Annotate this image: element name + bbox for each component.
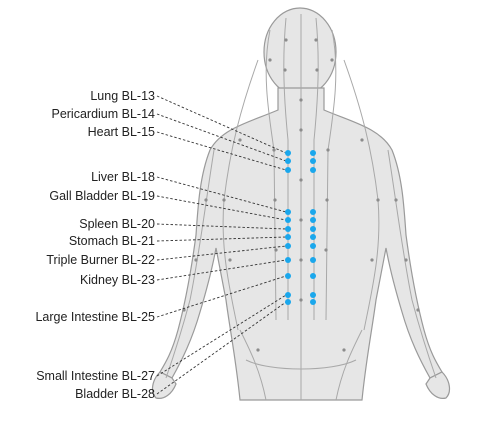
- point-bl23-left: [285, 257, 291, 263]
- leader-small-intestine: [156, 294, 287, 377]
- point-bl28-right: [310, 299, 316, 305]
- point-bl21-right: [310, 234, 316, 240]
- label-bladder: Bladder BL-28: [75, 387, 155, 401]
- leader-lines: [156, 95, 287, 395]
- point-bl22-left: [285, 243, 291, 249]
- point-bl25-right: [310, 273, 316, 279]
- point-bl28-left: [285, 299, 291, 305]
- leader-stomach: [156, 236, 287, 242]
- label-stomach: Stomach BL-21: [68, 234, 155, 248]
- leader-large-intestine: [156, 275, 287, 318]
- meridian-dots: [182, 38, 420, 352]
- point-bl23-right: [310, 257, 316, 263]
- point-bl19-right: [310, 217, 316, 223]
- back-shu-points: [285, 150, 316, 305]
- label-spleen: Spleen BL-20: [79, 217, 155, 231]
- point-bl13-right: [310, 150, 316, 156]
- point-bl20-right: [310, 226, 316, 232]
- leader-triple-burner: [156, 245, 287, 261]
- point-bl20-left: [285, 226, 291, 232]
- left-hand-shape: [151, 371, 177, 399]
- leader-lung: [156, 95, 287, 154]
- point-bl27-left: [285, 292, 291, 298]
- point-bl27-right: [310, 292, 316, 298]
- label-gall-bladder: Gall Bladder BL-19: [49, 189, 155, 203]
- label-large-intestine: Large Intestine BL-25: [35, 310, 155, 324]
- label-triple-burner: Triple Burner BL-22: [46, 253, 155, 267]
- point-bl22-right: [310, 243, 316, 249]
- point-bl15-right: [310, 167, 316, 173]
- point-bl13-left: [285, 150, 291, 156]
- point-bl14-left: [285, 158, 291, 164]
- leader-pericardium: [156, 113, 287, 162]
- point-bl19-left: [285, 217, 291, 223]
- leader-bladder: [156, 301, 287, 395]
- leader-gall-bladder: [156, 195, 287, 221]
- point-bl15-left: [285, 167, 291, 173]
- leader-spleen: [156, 223, 287, 230]
- point-bl25-left: [285, 273, 291, 279]
- label-small-intestine: Small Intestine BL-27: [36, 369, 155, 383]
- point-bl21-left: [285, 234, 291, 240]
- label-pericardium: Pericardium BL-14: [51, 107, 155, 121]
- point-bl14-right: [310, 158, 316, 164]
- label-liver: Liver BL-18: [91, 170, 155, 184]
- point-bl18-left: [285, 209, 291, 215]
- label-heart: Heart BL-15: [87, 125, 155, 139]
- head-shape: [263, 7, 337, 97]
- right-hand-shape: [425, 371, 451, 399]
- point-bl18-right: [310, 209, 316, 215]
- label-kidney: Kidney BL-23: [79, 273, 155, 287]
- label-lung: Lung BL-13: [90, 89, 155, 103]
- leader-kidney: [156, 259, 287, 281]
